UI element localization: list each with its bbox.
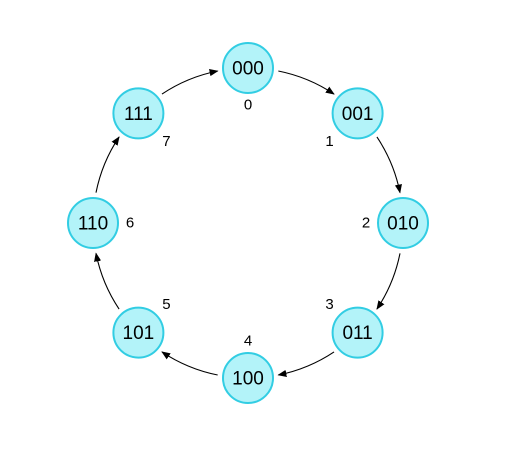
state-code-label: 011 (342, 323, 372, 344)
state-index-label-1: 1 (325, 133, 333, 150)
state-index-label-0: 0 (244, 97, 252, 114)
state-node-101: 101 (112, 306, 165, 359)
state-index-label-2: 2 (362, 215, 370, 232)
state-circle (331, 87, 384, 140)
state-index-label-4: 4 (244, 333, 252, 350)
state-index-label-5: 5 (162, 296, 170, 313)
transition-011-to-100 (277, 351, 335, 377)
transition-100-to-101 (161, 351, 218, 376)
state-code-label: 010 (387, 214, 419, 235)
transition-110-to-111 (95, 136, 120, 193)
state-circle (222, 352, 274, 404)
state-node-110: 110 (67, 197, 119, 249)
states-layer: 000 001 010 011 100 101 110 111 (67, 42, 429, 404)
transitions-layer (94, 69, 402, 377)
state-circle (112, 306, 165, 359)
state-circle (377, 197, 429, 249)
state-code-label: 101 (123, 323, 155, 344)
state-node-011: 011 (331, 306, 384, 359)
state-circle (112, 87, 165, 140)
state-code-label: 111 (124, 104, 153, 125)
state-circle (331, 306, 384, 359)
state-code-label: 001 (342, 104, 374, 125)
state-circle (222, 42, 274, 94)
transition-111-to-000 (161, 69, 219, 95)
transition-000-to-001 (278, 70, 335, 95)
state-code-label: 110 (78, 214, 108, 235)
state-index-label-6: 6 (126, 215, 134, 232)
state-node-010: 010 (377, 197, 429, 249)
state-node-111: 111 (112, 87, 165, 140)
transition-001-to-010 (376, 136, 402, 194)
state-node-001: 001 (331, 87, 384, 140)
state-node-100: 100 (222, 352, 274, 404)
index-labels-layer: 0 1 2 3 4 5 6 7 (126, 97, 370, 350)
state-index-label-3: 3 (325, 296, 333, 313)
state-code-label: 000 (232, 59, 264, 80)
transition-010-to-011 (376, 253, 401, 310)
transition-101-to-110 (94, 252, 120, 310)
state-node-000: 000 (222, 42, 274, 94)
state-circle (67, 197, 119, 249)
state-code-label: 100 (232, 369, 264, 390)
state-index-label-7: 7 (162, 133, 170, 150)
